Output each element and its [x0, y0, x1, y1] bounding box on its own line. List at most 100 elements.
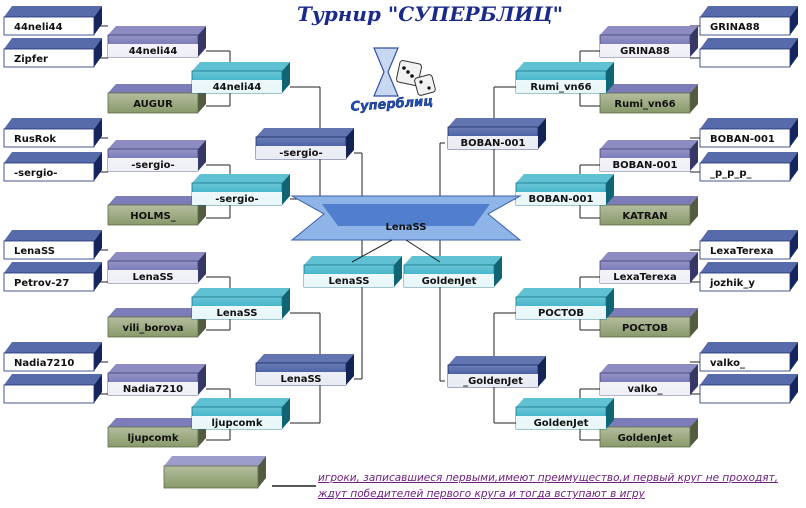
logo-text: Суперблиц [350, 94, 433, 115]
player-name: LenaSS [217, 308, 258, 319]
player-name: GoldenJet [422, 276, 477, 287]
r3-right-0: BOBAN-001 [447, 118, 546, 150]
player-name: BOBAN-001 [710, 134, 775, 145]
seed-right-5: jozhik_y [699, 262, 798, 292]
r2-left-3: ljupcomk [191, 398, 290, 430]
player-name: valko_ [710, 358, 745, 369]
bracket-line [351, 239, 393, 263]
seed-right-6: valko_ [699, 342, 798, 372]
r2-right-1: BOBAN-001 [515, 174, 614, 206]
player-name: vili_borova [123, 323, 184, 334]
note-line-2: ждут победителей первого круга и тогда в… [318, 488, 645, 500]
player-name: LenaSS [14, 246, 55, 257]
seed-left-5: Petrov-27 [3, 262, 102, 292]
r2-left-0: 44neli44 [191, 62, 290, 94]
r2-right-0: Rumi_vn66 [515, 62, 614, 94]
r2-right-3: GoldenJet [515, 398, 614, 430]
r1-left-win-0: 44neli44 [107, 26, 206, 58]
player-name: РОСТОВ [538, 308, 584, 319]
seed-left-3: -sergio- [3, 152, 102, 182]
r1-right-opp-1: KATRAN [599, 196, 698, 226]
player-name: -sergio- [131, 160, 174, 171]
player-name: LexaTerexa [613, 272, 677, 283]
player-name: GoldenJet [618, 433, 673, 444]
r2-right-2: РОСТОВ [515, 288, 614, 320]
r2-left-1: -sergio- [191, 174, 290, 206]
player-name: Rumi_vn66 [614, 99, 675, 110]
r1-right-win-1: BOBAN-001 [599, 140, 698, 172]
seed-left-1: Zipfer [3, 38, 102, 68]
r1-left-opp-2: vili_borova [107, 308, 206, 338]
seed-left-0: 44neli44 [3, 6, 102, 36]
note-line-1: игроки, записавшиеся первыми,имеют преим… [318, 472, 779, 484]
player-name: LenaSS [329, 276, 370, 287]
player-name: Petrov-27 [14, 278, 69, 289]
player-name: РОСТОВ [622, 323, 668, 334]
r1-left-opp-0: AUGUR [107, 84, 206, 114]
champion-name: LenaSS [386, 222, 427, 233]
player-name: GRINA88 [620, 46, 670, 57]
r3-left-1: LenaSS [255, 354, 354, 386]
dice-icon [414, 74, 436, 96]
r3-right-1: _GoldenJet [447, 356, 546, 388]
player-name: Rumi_vn66 [530, 82, 591, 93]
player-name: KATRAN [622, 211, 667, 222]
seed-right-3: _p_p_p_ [699, 152, 798, 182]
seed-right-2: BOBAN-001 [699, 118, 798, 148]
r1-right-win-3: valko_ [599, 364, 698, 396]
r1-left-opp-3: ljupcomk [107, 418, 206, 448]
r1-right-win-2: LexaTerexa [599, 252, 698, 284]
r1-right-opp-2: РОСТОВ [599, 308, 698, 338]
player-name: HOLMS_ [130, 211, 175, 222]
player-name: 44neli44 [213, 82, 262, 93]
player-name: GRINA88 [710, 22, 760, 33]
player-name: LenaSS [133, 272, 174, 283]
player-name: ljupcomk [211, 418, 262, 429]
seed-right-7 [699, 374, 798, 404]
semifinal-left: LenaSS [303, 256, 402, 288]
player-name: ljupcomk [127, 433, 178, 444]
semifinal-right: GoldenJet [403, 256, 502, 288]
bracket-line [405, 239, 441, 263]
player-name: LenaSS [281, 374, 322, 385]
player-name: jozhik_y [709, 278, 755, 289]
player-name: 44neli44 [129, 46, 178, 57]
player-name: -sergio- [215, 194, 258, 205]
player-name: BOBAN-001 [613, 160, 678, 171]
player-name: -sergio- [14, 168, 57, 179]
player-name: BOBAN-001 [461, 138, 526, 149]
player-name: valko_ [628, 384, 663, 395]
r3-left-0: -sergio- [255, 128, 354, 160]
player-name: LexaTerexa [710, 246, 774, 257]
seed-left-7 [3, 374, 102, 404]
player-name: Nadia7210 [14, 358, 74, 369]
player-name: BOBAN-001 [529, 194, 594, 205]
player-name: _GoldenJet [463, 376, 523, 387]
logo: Суперблиц [350, 47, 436, 115]
player-name: 44neli44 [14, 22, 63, 33]
seed-right-4: LexaTerexa [699, 230, 798, 260]
seed-left-6: Nadia7210 [3, 342, 102, 372]
player-name: RusRok [14, 134, 56, 145]
player-name: GoldenJet [534, 418, 589, 429]
r1-right-opp-0: Rumi_vn66 [599, 84, 698, 114]
r2-left-2: LenaSS [191, 288, 290, 320]
r1-left-win-1: -sergio- [107, 140, 206, 172]
r1-left-opp-1: HOLMS_ [107, 196, 206, 226]
r1-left-win-2: LenaSS [107, 252, 206, 284]
r1-left-win-3: Nadia7210 [107, 364, 206, 396]
player-name: Zipfer [14, 54, 48, 65]
seed-left-4: LenaSS [3, 230, 102, 260]
extra-box [163, 456, 266, 489]
r1-right-opp-3: GoldenJet [599, 418, 698, 448]
player-name: _p_p_p_ [710, 168, 751, 179]
seed-right-0: GRINA88 [699, 6, 798, 36]
seed-left-2: RusRok [3, 118, 102, 148]
champion-banner: LenaSS [290, 195, 522, 241]
seed-right-1 [699, 38, 798, 68]
page-title: Турнир "СУПЕРБЛИЦ" [296, 2, 564, 26]
hourglass-icon [373, 47, 399, 97]
r1-right-win-0: GRINA88 [599, 26, 698, 58]
player-name: AUGUR [133, 99, 173, 110]
